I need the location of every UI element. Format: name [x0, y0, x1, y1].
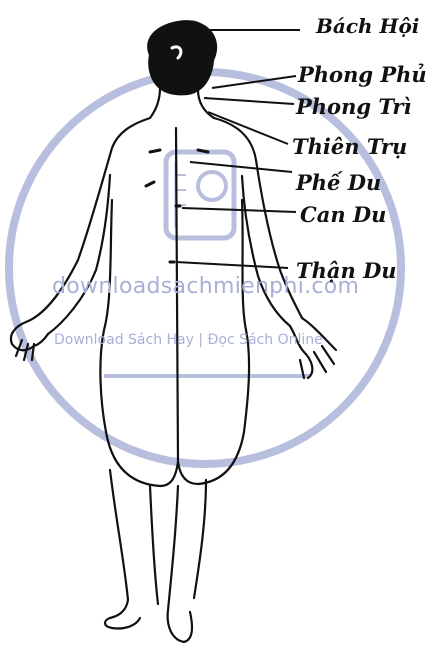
watermark-tagline: Download Sách Hay | Đọc Sách Online: [54, 332, 323, 348]
label-thien-tru: Thiên Trụ: [292, 134, 407, 159]
label-bach-hoi: Bách Hội: [316, 14, 419, 38]
label-phe-du: Phế Du: [296, 170, 381, 195]
watermark-at-icon: [198, 172, 226, 200]
label-phong-phu: Phong Phủ: [298, 62, 427, 87]
leader-phong-tri: [204, 98, 294, 104]
head: [148, 21, 216, 94]
label-can-du: Can Du: [300, 202, 386, 227]
label-phong-tri: Phong Trì: [296, 94, 411, 119]
leader-than-du: [176, 262, 288, 268]
leader-phe-du: [190, 162, 292, 172]
label-than-du: Thận Du: [296, 258, 397, 283]
leader-can-du: [182, 208, 296, 212]
